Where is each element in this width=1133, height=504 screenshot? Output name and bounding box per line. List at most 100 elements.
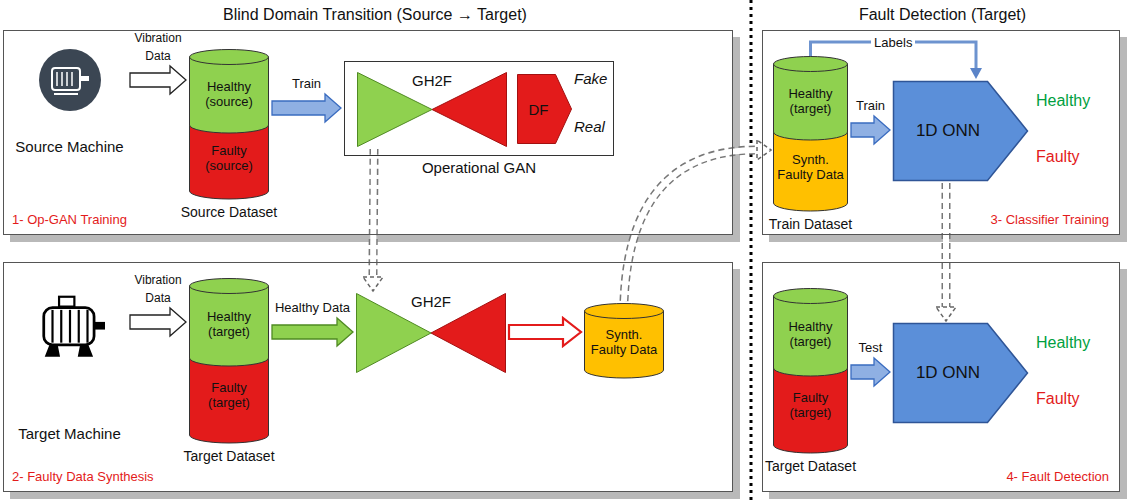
machine-picture xyxy=(35,288,105,358)
output-label: Real xyxy=(574,118,605,135)
edge-label: Vibration Data xyxy=(134,31,181,63)
dataset-part-label: Faulty (target) xyxy=(192,380,266,410)
dataset-part-label: Healthy (target) xyxy=(776,319,845,349)
dataset-cylinder: Train DatasetHealthy (target)Synth. Faul… xyxy=(773,56,848,211)
dashed-arrow-edge xyxy=(942,183,951,307)
dataset-part: Faulty (source) xyxy=(189,127,269,189)
block-arrow xyxy=(272,94,341,122)
generator-block: GH2F xyxy=(357,72,507,147)
cylinder-outline xyxy=(189,49,269,200)
connector xyxy=(624,140,771,301)
dashed-arrow-edge xyxy=(624,150,757,301)
panel-title: 4- Fault Detection xyxy=(1006,469,1109,484)
class-label: Healthy xyxy=(1036,92,1090,109)
generator-label: GH2F xyxy=(411,293,451,310)
block-arrow xyxy=(272,318,353,346)
class-label: Healthy xyxy=(1036,334,1090,351)
dataset-cylinder: Target DatasetHealthy (target)Faulty (ta… xyxy=(773,288,848,453)
machine-picture xyxy=(38,48,102,112)
classifier-block: 1D ONN xyxy=(893,81,1028,181)
gan-box: Operational GANGH2FDF xyxy=(344,61,614,156)
classifier-label: 1D ONN xyxy=(916,121,980,141)
edge-label: Vibration Data xyxy=(134,273,181,305)
discriminator-block: DF xyxy=(517,74,572,144)
stage-panel: 3- Classifier TrainingTrain DatasetHealt… xyxy=(762,30,1120,235)
dotted-divider xyxy=(750,0,753,504)
dataset-caption: Target Dataset xyxy=(183,448,274,464)
connector xyxy=(272,318,353,346)
block-arrow xyxy=(509,318,581,346)
dataset-caption: Train Dataset xyxy=(769,216,853,232)
block-arrow xyxy=(130,308,186,336)
dataset-label: Synth. Faulty Data xyxy=(587,327,661,357)
block-arrow xyxy=(130,66,186,94)
dataset-part-label: Healthy (target) xyxy=(192,309,266,339)
edge-label: Labels xyxy=(871,35,915,50)
connector xyxy=(130,308,186,336)
arrow-head xyxy=(363,277,383,291)
dataset-part: Healthy (target) xyxy=(773,302,848,366)
edge-label: Train xyxy=(292,76,321,91)
dataset-part: Faulty (target) xyxy=(773,370,848,440)
machine-icon: Target Machine xyxy=(12,283,127,443)
discriminator-label: DF xyxy=(529,101,549,118)
dataset-part: Healthy (target) xyxy=(189,292,269,356)
arrow-head xyxy=(970,68,982,79)
connector xyxy=(936,183,956,321)
connector xyxy=(130,66,186,94)
dataset-part-label: Faulty (source) xyxy=(192,143,266,173)
edge-label: Test xyxy=(859,340,883,355)
section-heading: Fault Detection (Target) xyxy=(859,6,1026,23)
stage-panel: 2- Faulty Data SynthesisTarget MachineTa… xyxy=(3,262,733,492)
dataset-part: Healthy (target) xyxy=(773,70,848,132)
connector xyxy=(851,358,890,386)
dataset-part-label: Healthy (target) xyxy=(776,86,845,116)
output-label: Fake xyxy=(574,70,607,87)
connector xyxy=(363,149,383,291)
classifier-block: 1D ONN xyxy=(893,323,1028,423)
classifier-label: 1D ONN xyxy=(916,363,980,383)
edge-label: Train xyxy=(856,98,885,113)
arrow-head xyxy=(936,307,956,321)
block-arrow xyxy=(851,116,890,144)
dashed-arrow-body xyxy=(373,149,374,277)
panel-title: 2- Faulty Data Synthesis xyxy=(12,469,154,484)
panel-title: 3- Classifier Training xyxy=(991,212,1110,227)
dataset-cylinder: Synth. Faulty Data xyxy=(584,303,664,378)
edge-label: Healthy Data xyxy=(275,300,350,315)
connector xyxy=(509,318,581,346)
generator-block: GH2F xyxy=(356,293,506,373)
generator-label: GH2F xyxy=(412,72,452,89)
dashed-arrow-edge xyxy=(373,149,374,277)
dataset-part-label: Synth. Faulty Data xyxy=(776,152,845,182)
machine-label: Source Machine xyxy=(15,138,123,155)
section-heading: Blind Domain Transition (Source → Target… xyxy=(223,6,527,23)
dataset-part-label: Healthy (source) xyxy=(192,79,266,109)
block-arrow xyxy=(851,358,890,386)
panel-title: 1- Op-GAN Training xyxy=(12,212,127,227)
connector xyxy=(851,116,890,144)
class-label: Faulty xyxy=(1036,148,1080,165)
dataset-part: Synth. Faulty Data xyxy=(773,134,848,200)
dataset-cylinder: Target DatasetHealthy (target)Faulty (ta… xyxy=(189,278,269,443)
dataset-cylinder: Source DatasetHealthy (source)Faulty (so… xyxy=(189,49,269,199)
cylinder-outline xyxy=(773,56,848,212)
cylinder-outline xyxy=(773,288,848,454)
stage-panel: 4- Fault DetectionTarget DatasetHealthy … xyxy=(762,262,1120,492)
dashed-arrow-body xyxy=(624,150,757,301)
machine-icon: Source Machine xyxy=(12,46,127,156)
dashed-arrow-body xyxy=(943,183,949,307)
class-label: Faulty xyxy=(1036,390,1080,407)
dataset-part: Faulty (target) xyxy=(189,360,269,430)
cylinder-outline xyxy=(189,278,269,444)
stage-panel: 1- Op-GAN TrainingSource MachineSource D… xyxy=(3,30,733,235)
arrow-head xyxy=(757,140,771,160)
connector xyxy=(272,94,341,122)
dataset-part-label: Faulty (target) xyxy=(776,390,845,420)
gan-caption: Operational GAN xyxy=(422,159,536,176)
dataset-caption: Target Dataset xyxy=(765,458,856,474)
machine-label: Target Machine xyxy=(18,425,121,442)
dataset-part: Healthy (source) xyxy=(189,63,269,125)
dataset-caption: Source Dataset xyxy=(181,204,278,220)
